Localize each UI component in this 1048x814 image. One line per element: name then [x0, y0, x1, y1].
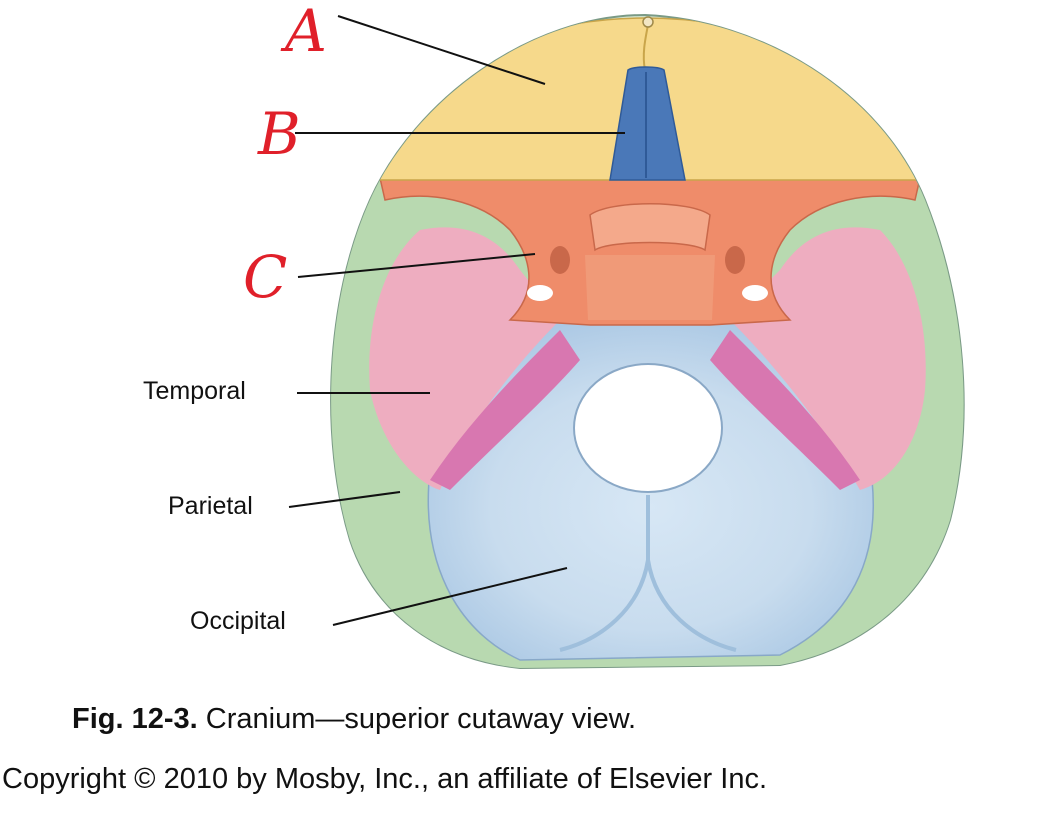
label-b: B [258, 100, 301, 168]
occipital-internal-crest-right [646, 559, 737, 652]
figure-caption: Fig. 12-3. Cranium—superior cutaway view… [72, 703, 636, 736]
figure-caption-text: Cranium—superior cutaway view. [205, 703, 637, 735]
frontal-crest [642, 24, 649, 71]
figure-number: Fig. 12-3. [72, 703, 198, 735]
label-a: A [285, 0, 327, 65]
label-occipital: Occipital [190, 607, 286, 635]
label-parietal: Parietal [168, 492, 253, 520]
sphenoid-body [585, 255, 715, 320]
foramen-ovale-left [527, 285, 553, 301]
foramen-caecum [642, 16, 654, 28]
label-temporal: Temporal [143, 377, 246, 405]
label-c: C [243, 243, 288, 311]
occipital-internal-crest [559, 495, 650, 652]
internal-acoustic-meatus-left [550, 246, 570, 274]
petrous-ridge-left [430, 330, 580, 490]
leader-line-a [337, 15, 546, 85]
ethmoid-bone [609, 66, 686, 181]
leader-line-c [297, 253, 536, 278]
temporal-bone-left [369, 227, 560, 491]
foramen-ovale-right [742, 285, 768, 301]
petrous-ridge-right [710, 330, 860, 490]
internal-acoustic-meatus-right [725, 246, 745, 274]
leader-line-occipital [332, 567, 568, 626]
foramen-magnum [573, 363, 723, 493]
temporal-bone-right [730, 227, 926, 491]
sphenoid-bone [379, 177, 921, 326]
sella-turcica [589, 203, 711, 252]
leader-line-parietal [288, 491, 401, 508]
copyright-notice: Copyright © 2010 by Mosby, Inc., an affi… [2, 763, 768, 795]
